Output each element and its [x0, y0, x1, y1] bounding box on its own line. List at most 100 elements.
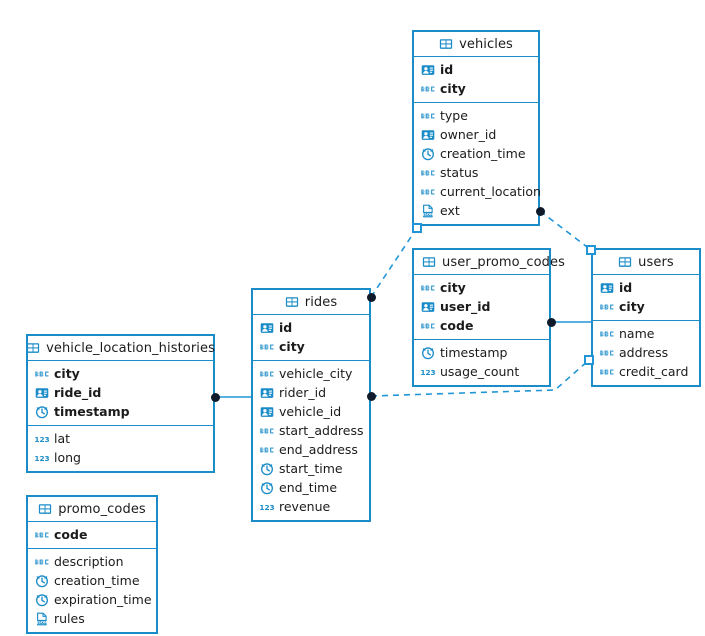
field-row-name[interactable]: name [593, 324, 699, 343]
field-row-address[interactable]: address [593, 343, 699, 362]
field-row-description[interactable]: description [28, 552, 156, 571]
field-name-label: id [279, 320, 293, 335]
field-row-city[interactable]: city [253, 337, 369, 356]
field-row-city[interactable]: city [593, 297, 699, 316]
field-name-label: ext [440, 203, 460, 218]
field-row-id[interactable]: id [253, 318, 369, 337]
field-row-rider_id[interactable]: rider_id [253, 383, 369, 402]
table-icon [26, 343, 40, 353]
field-name-label: usage_count [440, 364, 520, 379]
field-row-timestamp[interactable]: timestamp [28, 402, 213, 421]
field-row-expiration_time[interactable]: expiration_time [28, 590, 156, 609]
field-name-label: creation_time [440, 146, 526, 161]
table-header-vehicle_location_histories[interactable]: vehicle_location_histories [26, 336, 215, 361]
table-icon [285, 297, 298, 307]
id-card-icon [600, 282, 614, 293]
abc-text-icon [35, 532, 49, 537]
primary-key-section-promo_codes: code [28, 522, 156, 549]
field-row-end_address[interactable]: end_address [253, 440, 369, 459]
table-icon [422, 257, 436, 267]
field-row-end_time[interactable]: end_time [253, 478, 369, 497]
table-header-rides[interactable]: rides [253, 290, 369, 315]
abc-text-icon [421, 285, 435, 290]
json-document-icon: JSON [36, 612, 47, 625]
table-name-label: vehicles [459, 36, 513, 52]
field-name-label: rider_id [279, 385, 327, 400]
relationship-target-square-rel-rides-users [584, 355, 594, 365]
relationship-source-dot-rel-upc-users [546, 317, 556, 327]
field-name-label: credit_card [619, 364, 689, 379]
field-name-label: ride_id [54, 385, 102, 400]
relationship-source-dot-rel-rides-users [366, 391, 376, 401]
field-name-label: user_id [440, 299, 491, 314]
field-row-vehicle_city[interactable]: vehicle_city [253, 364, 369, 383]
field-row-creation_time[interactable]: creation_time [414, 144, 538, 163]
field-row-type[interactable]: type [414, 106, 538, 125]
abc-text-icon [421, 189, 435, 194]
table-header-user_promo_codes[interactable]: user_promo_codes [414, 250, 565, 275]
field-row-ride_id[interactable]: ride_id [28, 383, 213, 402]
entity-table-users[interactable]: users id city name address credit_card [591, 248, 701, 387]
clock-icon [36, 405, 48, 418]
field-row-status[interactable]: status [414, 163, 538, 182]
clock-icon [422, 346, 434, 359]
table-header-vehicles[interactable]: vehicles [414, 32, 538, 57]
field-row-owner_id[interactable]: owner_id [414, 125, 538, 144]
field-row-vehicle_id[interactable]: vehicle_id [253, 402, 369, 421]
field-name-label: city [279, 339, 305, 354]
relationship-source-dot-rel-rides-vehicles [366, 292, 376, 302]
field-row-start_time[interactable]: start_time [253, 459, 369, 478]
table-header-users[interactable]: users [593, 250, 699, 275]
field-row-user_id[interactable]: user_id [414, 297, 549, 316]
field-row-city[interactable]: city [414, 79, 538, 98]
relationship-line-rel-vehicles-users [539, 210, 592, 251]
svg-text:JSON: JSON [36, 620, 47, 624]
field-row-id[interactable]: id [593, 278, 699, 297]
abc-text-icon [600, 331, 614, 336]
abc-text-icon [260, 428, 274, 433]
primary-key-section-vehicle_location_histories: city ride_id timestamp [28, 361, 213, 426]
field-row-code[interactable]: code [28, 525, 156, 544]
abc-text-icon [600, 369, 614, 374]
table-icon [619, 257, 632, 267]
field-row-city[interactable]: city [414, 278, 549, 297]
svg-text:123: 123 [35, 453, 49, 462]
field-name-label: current_location [440, 184, 541, 199]
field-name-label: city [440, 280, 466, 295]
field-name-label: name [619, 326, 655, 341]
field-row-code[interactable]: code [414, 316, 549, 335]
abc-text-icon [260, 344, 274, 349]
field-name-label: end_address [279, 442, 358, 457]
field-name-label: status [440, 165, 479, 180]
field-row-start_address[interactable]: start_address [253, 421, 369, 440]
field-row-city[interactable]: city [28, 364, 213, 383]
table-name-label: rides [304, 294, 338, 310]
field-row-timestamp[interactable]: timestamp [414, 343, 549, 362]
table-header-promo_codes[interactable]: promo_codes [28, 497, 156, 522]
field-name-label: end_time [279, 480, 338, 495]
field-section-users: name address credit_card [593, 321, 699, 385]
123-number-icon: 123 [35, 434, 49, 443]
field-row-creation_time[interactable]: creation_time [28, 571, 156, 590]
relationship-line-rel-rides-vehicles [370, 227, 418, 298]
relationship-target-square-rel-rides-vehicles [412, 223, 422, 233]
field-row-id[interactable]: id [414, 60, 538, 79]
field-name-label: id [619, 280, 633, 295]
field-row-current_location[interactable]: current_location [414, 182, 541, 201]
field-row-credit_card[interactable]: credit_card [593, 362, 699, 381]
field-name-label: description [54, 554, 124, 569]
